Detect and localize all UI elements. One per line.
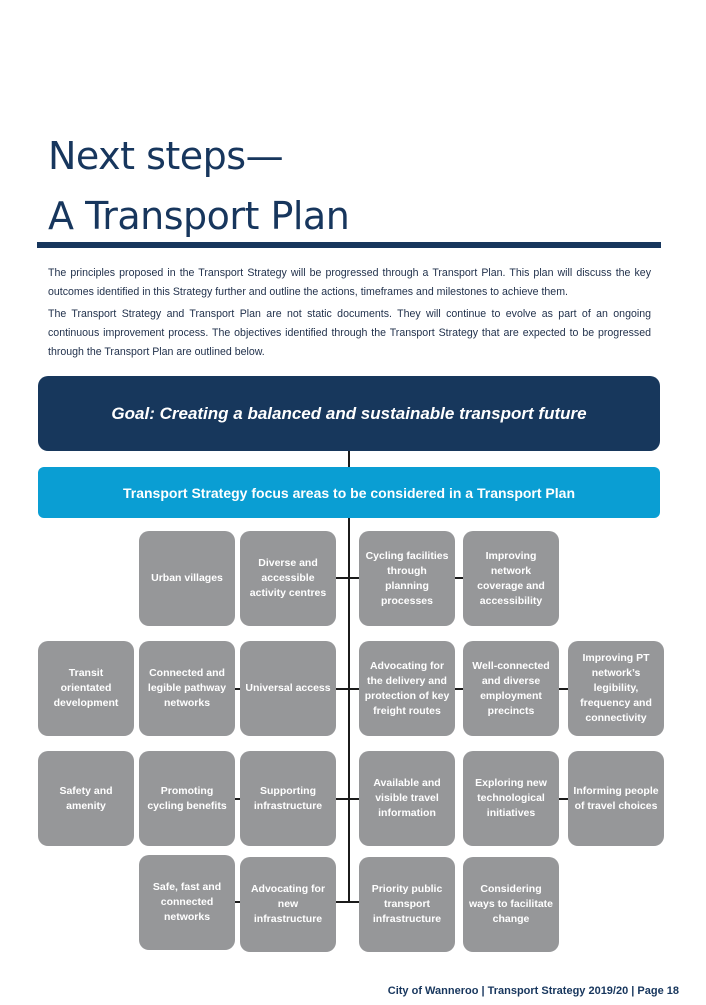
diagram-spine: [348, 518, 350, 903]
intro-paragraph-2: The Transport Strategy and Transport Pla…: [48, 308, 651, 358]
row-3-far-right-connector: [558, 798, 569, 800]
focus-area-box: Connected and legible pathway networks: [139, 641, 235, 736]
row-4-left-connector: [235, 901, 241, 903]
row-2-far-right-connector: [558, 688, 569, 690]
intro-paragraph-1: The principles proposed in the Transport…: [48, 267, 651, 298]
focus-area-box: Exploring new technological initiatives: [463, 751, 559, 846]
goal-banner: Goal: Creating a balanced and sustainabl…: [38, 376, 660, 451]
focus-area-box: Promoting cycling benefits: [139, 751, 235, 846]
focus-area-box: Priority public transport infrastructure: [359, 857, 455, 952]
row-2-left-connector: [235, 688, 241, 690]
page-title-line-2: A Transport Plan: [48, 194, 350, 238]
page-footer: City of Wanneroo | Transport Strategy 20…: [387, 985, 679, 997]
focus-area-box: Advocating for the delivery and protecti…: [359, 641, 455, 736]
focus-area-box: Informing people of travel choices: [568, 751, 664, 846]
focus-area-box: Cycling facilities through planning proc…: [359, 531, 455, 626]
focus-area-box: Diverse and accessible activity centres: [240, 531, 336, 626]
row-3-left-connector: [235, 798, 241, 800]
row-4-connector: [335, 901, 362, 903]
row-2-connector: [335, 688, 362, 690]
focus-area-box: Well-connected and diverse employment pr…: [463, 641, 559, 736]
focus-areas-banner: Transport Strategy focus areas to be con…: [38, 467, 660, 518]
page-title-line-1: Next steps—: [48, 134, 284, 178]
row-1-connector: [335, 577, 362, 579]
title-divider: [37, 242, 661, 248]
focus-area-box: Considering ways to facilitate change: [463, 857, 559, 952]
focus-area-box: Supporting infrastructure: [240, 751, 336, 846]
focus-area-box: Safe, fast and connected networks: [139, 855, 235, 950]
row-2-right-connector: [455, 688, 463, 690]
row-1-right-connector: [455, 577, 463, 579]
focus-area-box: Safety and amenity: [38, 751, 134, 846]
focus-area-box: Improving network coverage and accessibi…: [463, 531, 559, 626]
focus-area-box: Improving PT network’s legibility, frequ…: [568, 641, 664, 736]
focus-area-box: Urban villages: [139, 531, 235, 626]
focus-area-box: Advocating for new infrastructure: [240, 857, 336, 952]
focus-area-box: Available and visible travel information: [359, 751, 455, 846]
goal-connector: [348, 451, 350, 467]
row-3-connector: [335, 798, 362, 800]
focus-area-box: Universal access: [240, 641, 336, 736]
focus-area-box: Transit orientated development: [38, 641, 134, 736]
